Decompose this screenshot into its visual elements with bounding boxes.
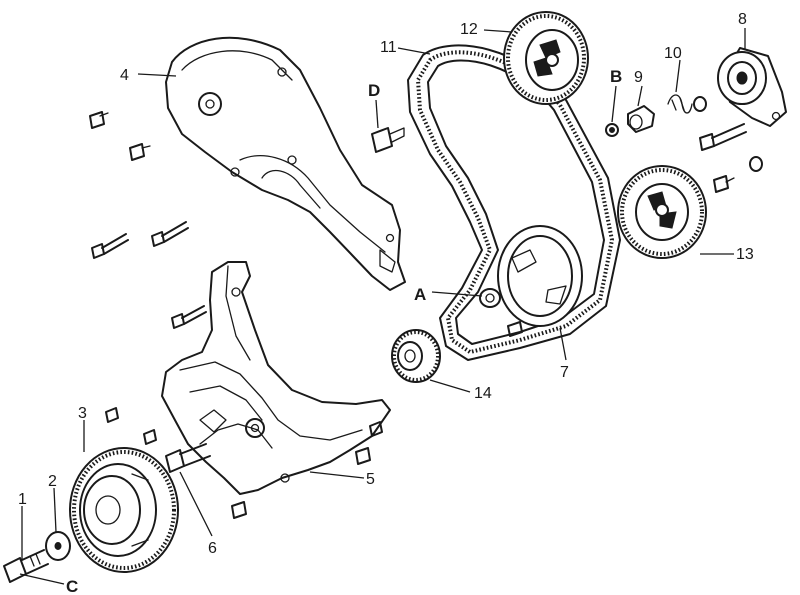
crankshaft-sprocket-7 (479, 225, 583, 327)
washer-2 (45, 531, 71, 561)
callout-labels: 4 11 12 8 10 9 B D 13 A 7 14 5 6 3 2 1 C (18, 11, 754, 595)
crankshaft-pulley-3 (69, 447, 179, 573)
sprocket-13 (617, 165, 707, 259)
label-c: C (66, 577, 78, 595)
label-6: 6 (208, 540, 217, 557)
camshaft-sprocket-12 (503, 11, 589, 105)
label-1: 1 (18, 491, 27, 508)
label-12: 12 (460, 21, 478, 38)
label-14: 14 (474, 385, 492, 402)
tensioner-8 (717, 47, 787, 127)
washer-right (749, 156, 763, 172)
label-5: 5 (366, 471, 375, 488)
label-a: A (414, 285, 426, 304)
label-11: 11 (380, 39, 397, 56)
timing-belt (407, 44, 621, 361)
label-3: 3 (78, 405, 87, 422)
spacer-9 (627, 105, 655, 133)
label-b: B (610, 67, 622, 86)
spring-10 (667, 94, 707, 114)
label-d: D (368, 81, 380, 100)
label-2: 2 (48, 473, 57, 490)
lower-timing-cover (161, 261, 391, 495)
upper-timing-cover (165, 36, 406, 291)
label-10: 10 (664, 45, 682, 62)
label-8: 8 (738, 11, 747, 28)
washer-b (605, 123, 619, 137)
label-9: 9 (634, 69, 643, 86)
label-7: 7 (560, 364, 569, 381)
bolts (89, 111, 747, 519)
label-4: 4 (120, 67, 129, 84)
crank-bolt-1 (3, 549, 49, 583)
label-13: 13 (736, 246, 754, 263)
idler-pulley-14 (391, 329, 441, 383)
callout-lines (19, 28, 746, 585)
